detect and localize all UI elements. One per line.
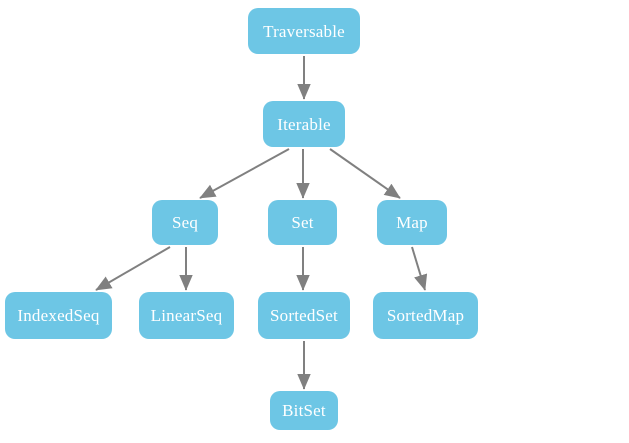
node-set[interactable]: Set xyxy=(268,200,337,245)
node-sortedmap[interactable]: SortedMap xyxy=(373,292,478,339)
node-label-set: Set xyxy=(291,213,314,232)
edge-iterable-seq xyxy=(199,148,290,199)
node-label-sortedset: SortedSet xyxy=(270,306,338,325)
node-label-traversable: Traversable xyxy=(263,21,345,41)
node-iterable[interactable]: Iterable xyxy=(263,101,345,147)
edge-seq-indexedseq xyxy=(95,246,171,291)
node-label-seq: Seq xyxy=(171,213,199,232)
node-linearseq[interactable]: LinearSeq xyxy=(139,292,234,339)
node-label-sortedmap: SortedMap xyxy=(386,306,465,325)
node-traversable[interactable]: Traversable xyxy=(248,8,360,54)
node-label-linearseq: LinearSeq xyxy=(150,306,223,325)
node-label-iterable: Iterable xyxy=(277,114,331,134)
edge-iterable-map xyxy=(329,148,401,199)
edge-map-sortedmap xyxy=(411,246,428,291)
node-label-bitset: BitSet xyxy=(282,401,326,420)
node-bitset[interactable]: BitSet xyxy=(270,391,338,430)
node-sortedset[interactable]: SortedSet xyxy=(258,292,350,339)
node-indexedseq[interactable]: IndexedSeq xyxy=(5,292,112,339)
node-seq[interactable]: Seq xyxy=(152,200,218,245)
node-label-map: Map xyxy=(396,213,428,232)
node-map[interactable]: Map xyxy=(377,200,447,245)
edges-group xyxy=(95,56,428,390)
node-label-indexedseq: IndexedSeq xyxy=(17,306,100,325)
